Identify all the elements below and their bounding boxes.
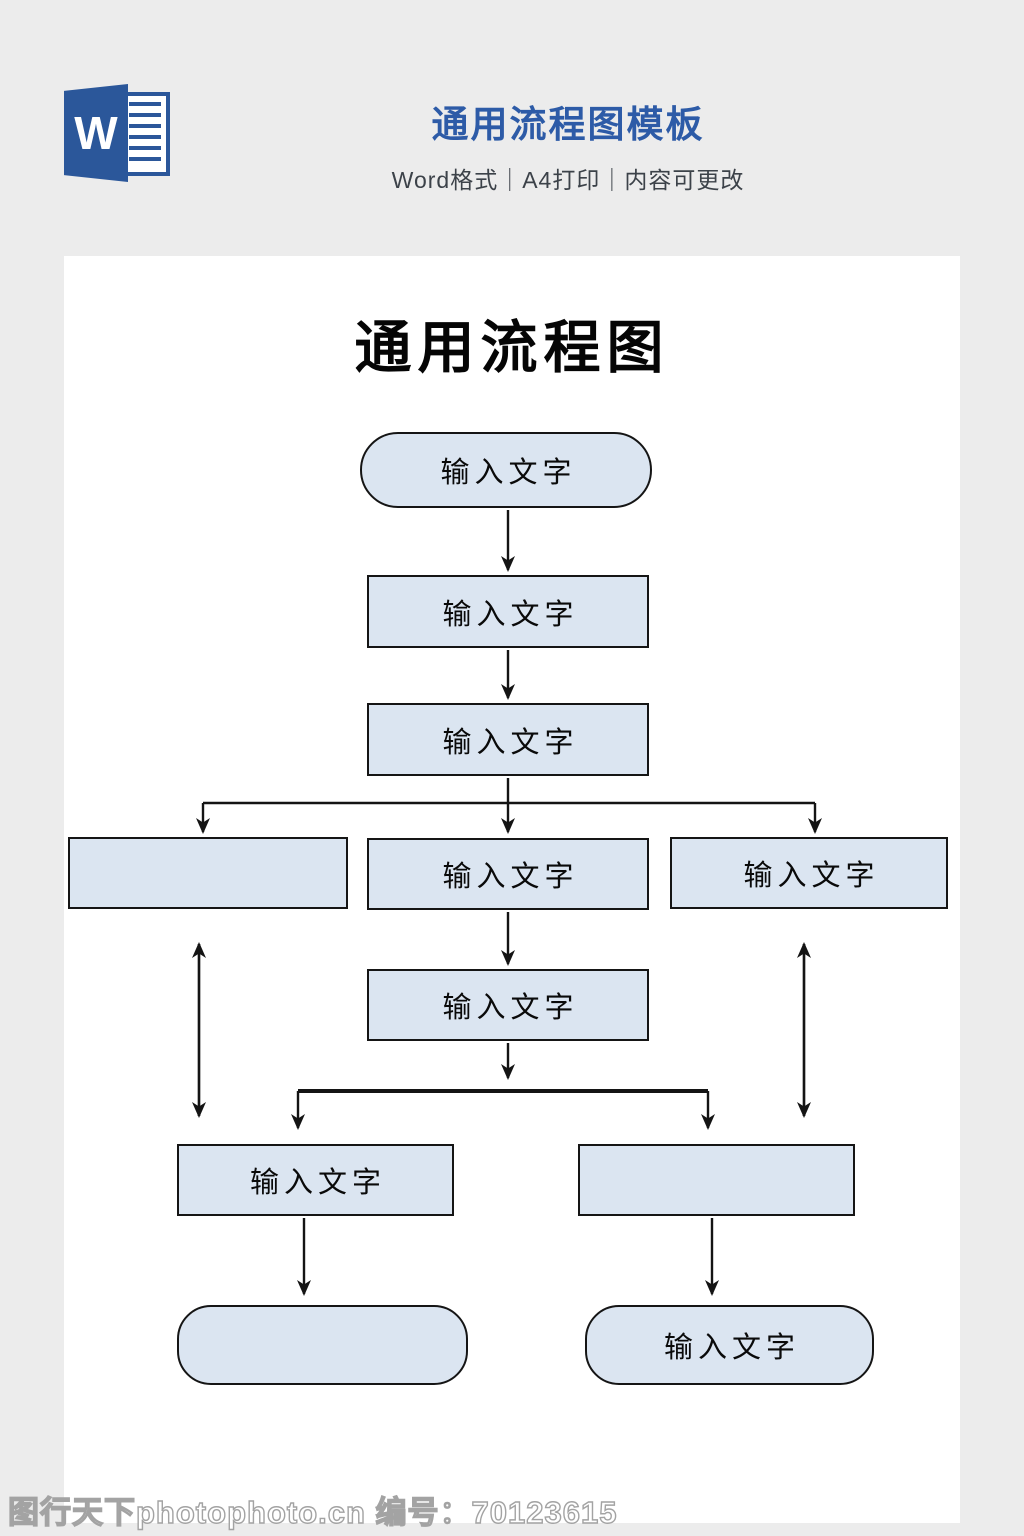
flow-node-branch-left xyxy=(68,837,348,909)
flow-node-lower-left: 输入文字 xyxy=(177,1144,454,1216)
header: 通用流程图模板 Word格式｜A4打印｜内容可更改 xyxy=(56,0,1024,195)
template-subtitle: Word格式｜A4打印｜内容可更改 xyxy=(391,167,745,193)
flowchart-title: 通用流程图 xyxy=(354,314,670,381)
flow-node-step1: 输入文字 xyxy=(367,575,649,648)
flow-node-start: 输入文字 xyxy=(360,432,652,508)
flow-node-lower-right xyxy=(578,1144,855,1216)
flowchart-connectors xyxy=(192,510,822,1296)
flow-node-branch-right: 输入文字 xyxy=(670,837,948,909)
flow-node-end-right: 输入文字 xyxy=(585,1305,874,1385)
document-page: 通用流程图 xyxy=(64,256,960,1523)
word-app-icon: W xyxy=(64,84,170,182)
flow-node-branch-center: 输入文字 xyxy=(367,838,649,910)
flow-node-end-left xyxy=(177,1305,468,1385)
word-icon-cover: W xyxy=(64,84,128,182)
flow-node-step2: 输入文字 xyxy=(367,703,649,776)
site-watermark: 图行天下photophoto.cn 编号：70123615 xyxy=(7,1494,618,1530)
template-title: 通用流程图模板 xyxy=(431,104,705,145)
flow-node-step4: 输入文字 xyxy=(367,969,649,1041)
word-icon-text-lines xyxy=(129,102,161,166)
word-icon-letter: W xyxy=(74,107,118,159)
